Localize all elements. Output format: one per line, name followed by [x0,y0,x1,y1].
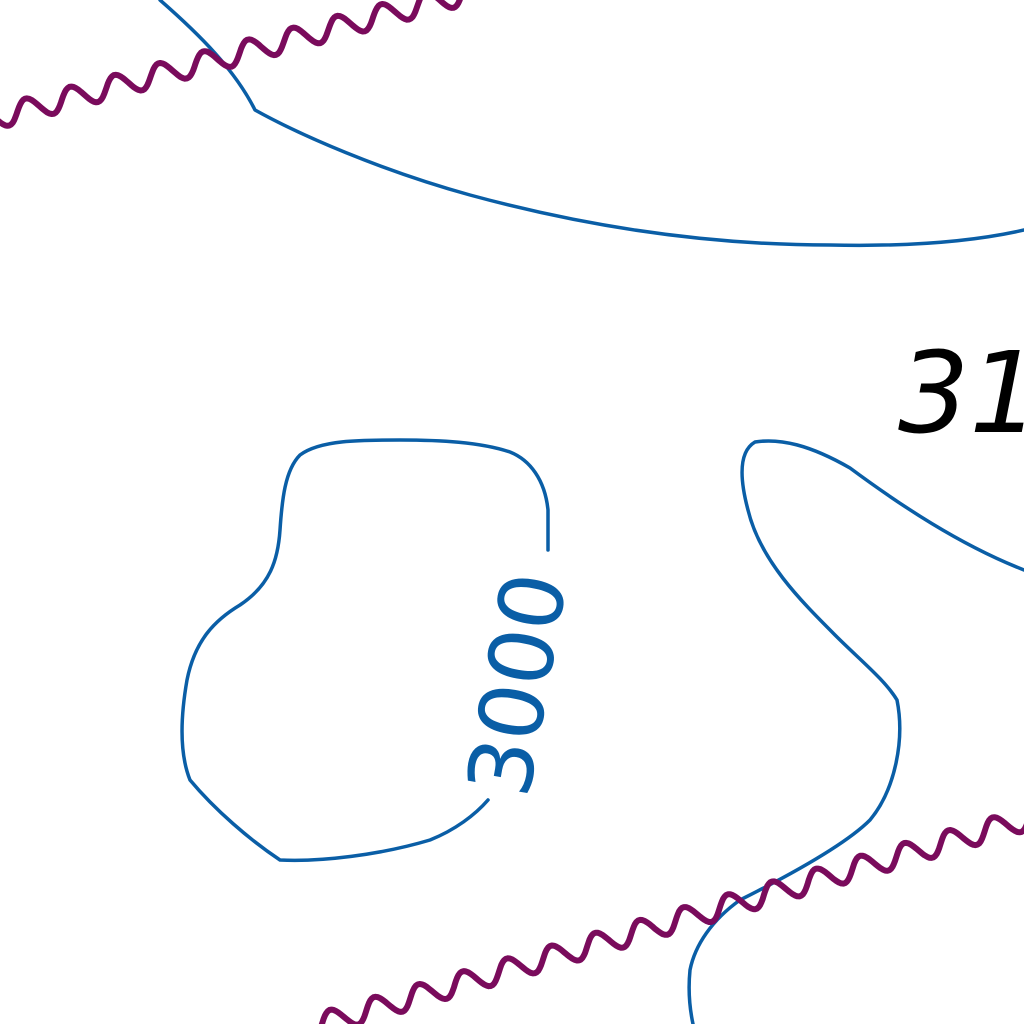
contour-line-right [687,439,1024,1024]
contour-line-3000-closed [180,438,550,863]
contour-line-upper-arc [158,0,1024,248]
contour-label-3000: 3000 [447,565,587,803]
spot-height-label: 31 [898,329,1024,459]
administrative-boundary-top [0,0,463,129]
administrative-boundary-bottom [318,814,1024,1024]
